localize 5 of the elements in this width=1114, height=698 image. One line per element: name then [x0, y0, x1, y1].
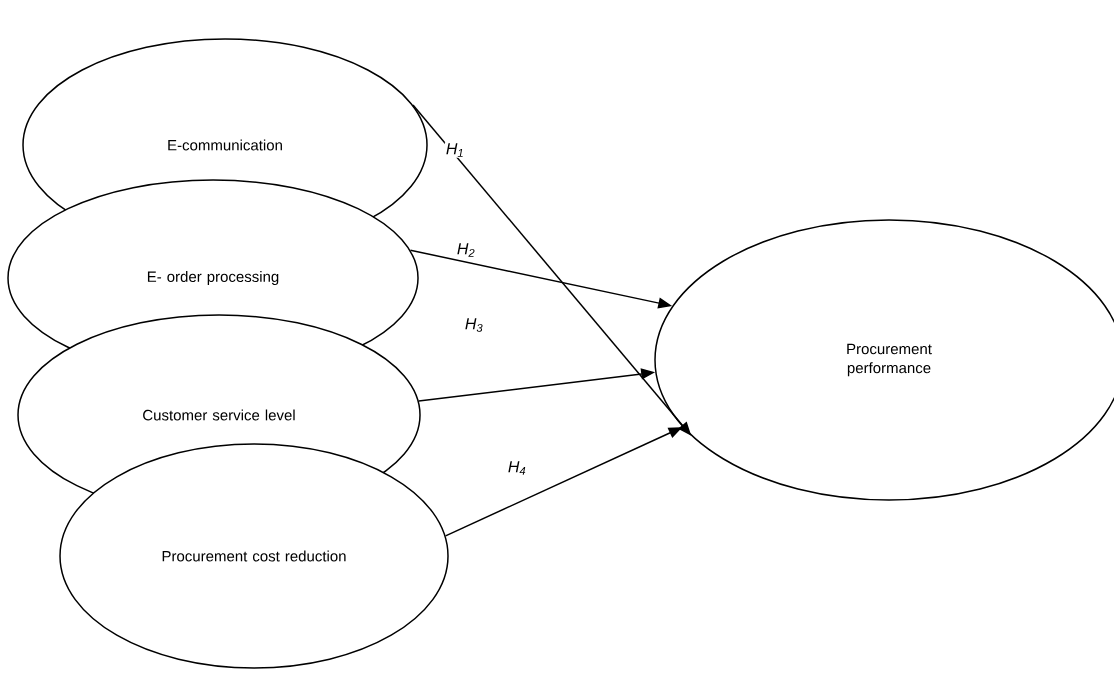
edge-label: H$_{1}$ [444, 142, 466, 158]
edge-label: H$_{4}$ [506, 460, 528, 476]
edge-label: H$_{3}$ [463, 317, 485, 333]
oval: Procurement cost reduction [59, 443, 449, 669]
edge-label: H$_{2}$ [455, 242, 477, 258]
